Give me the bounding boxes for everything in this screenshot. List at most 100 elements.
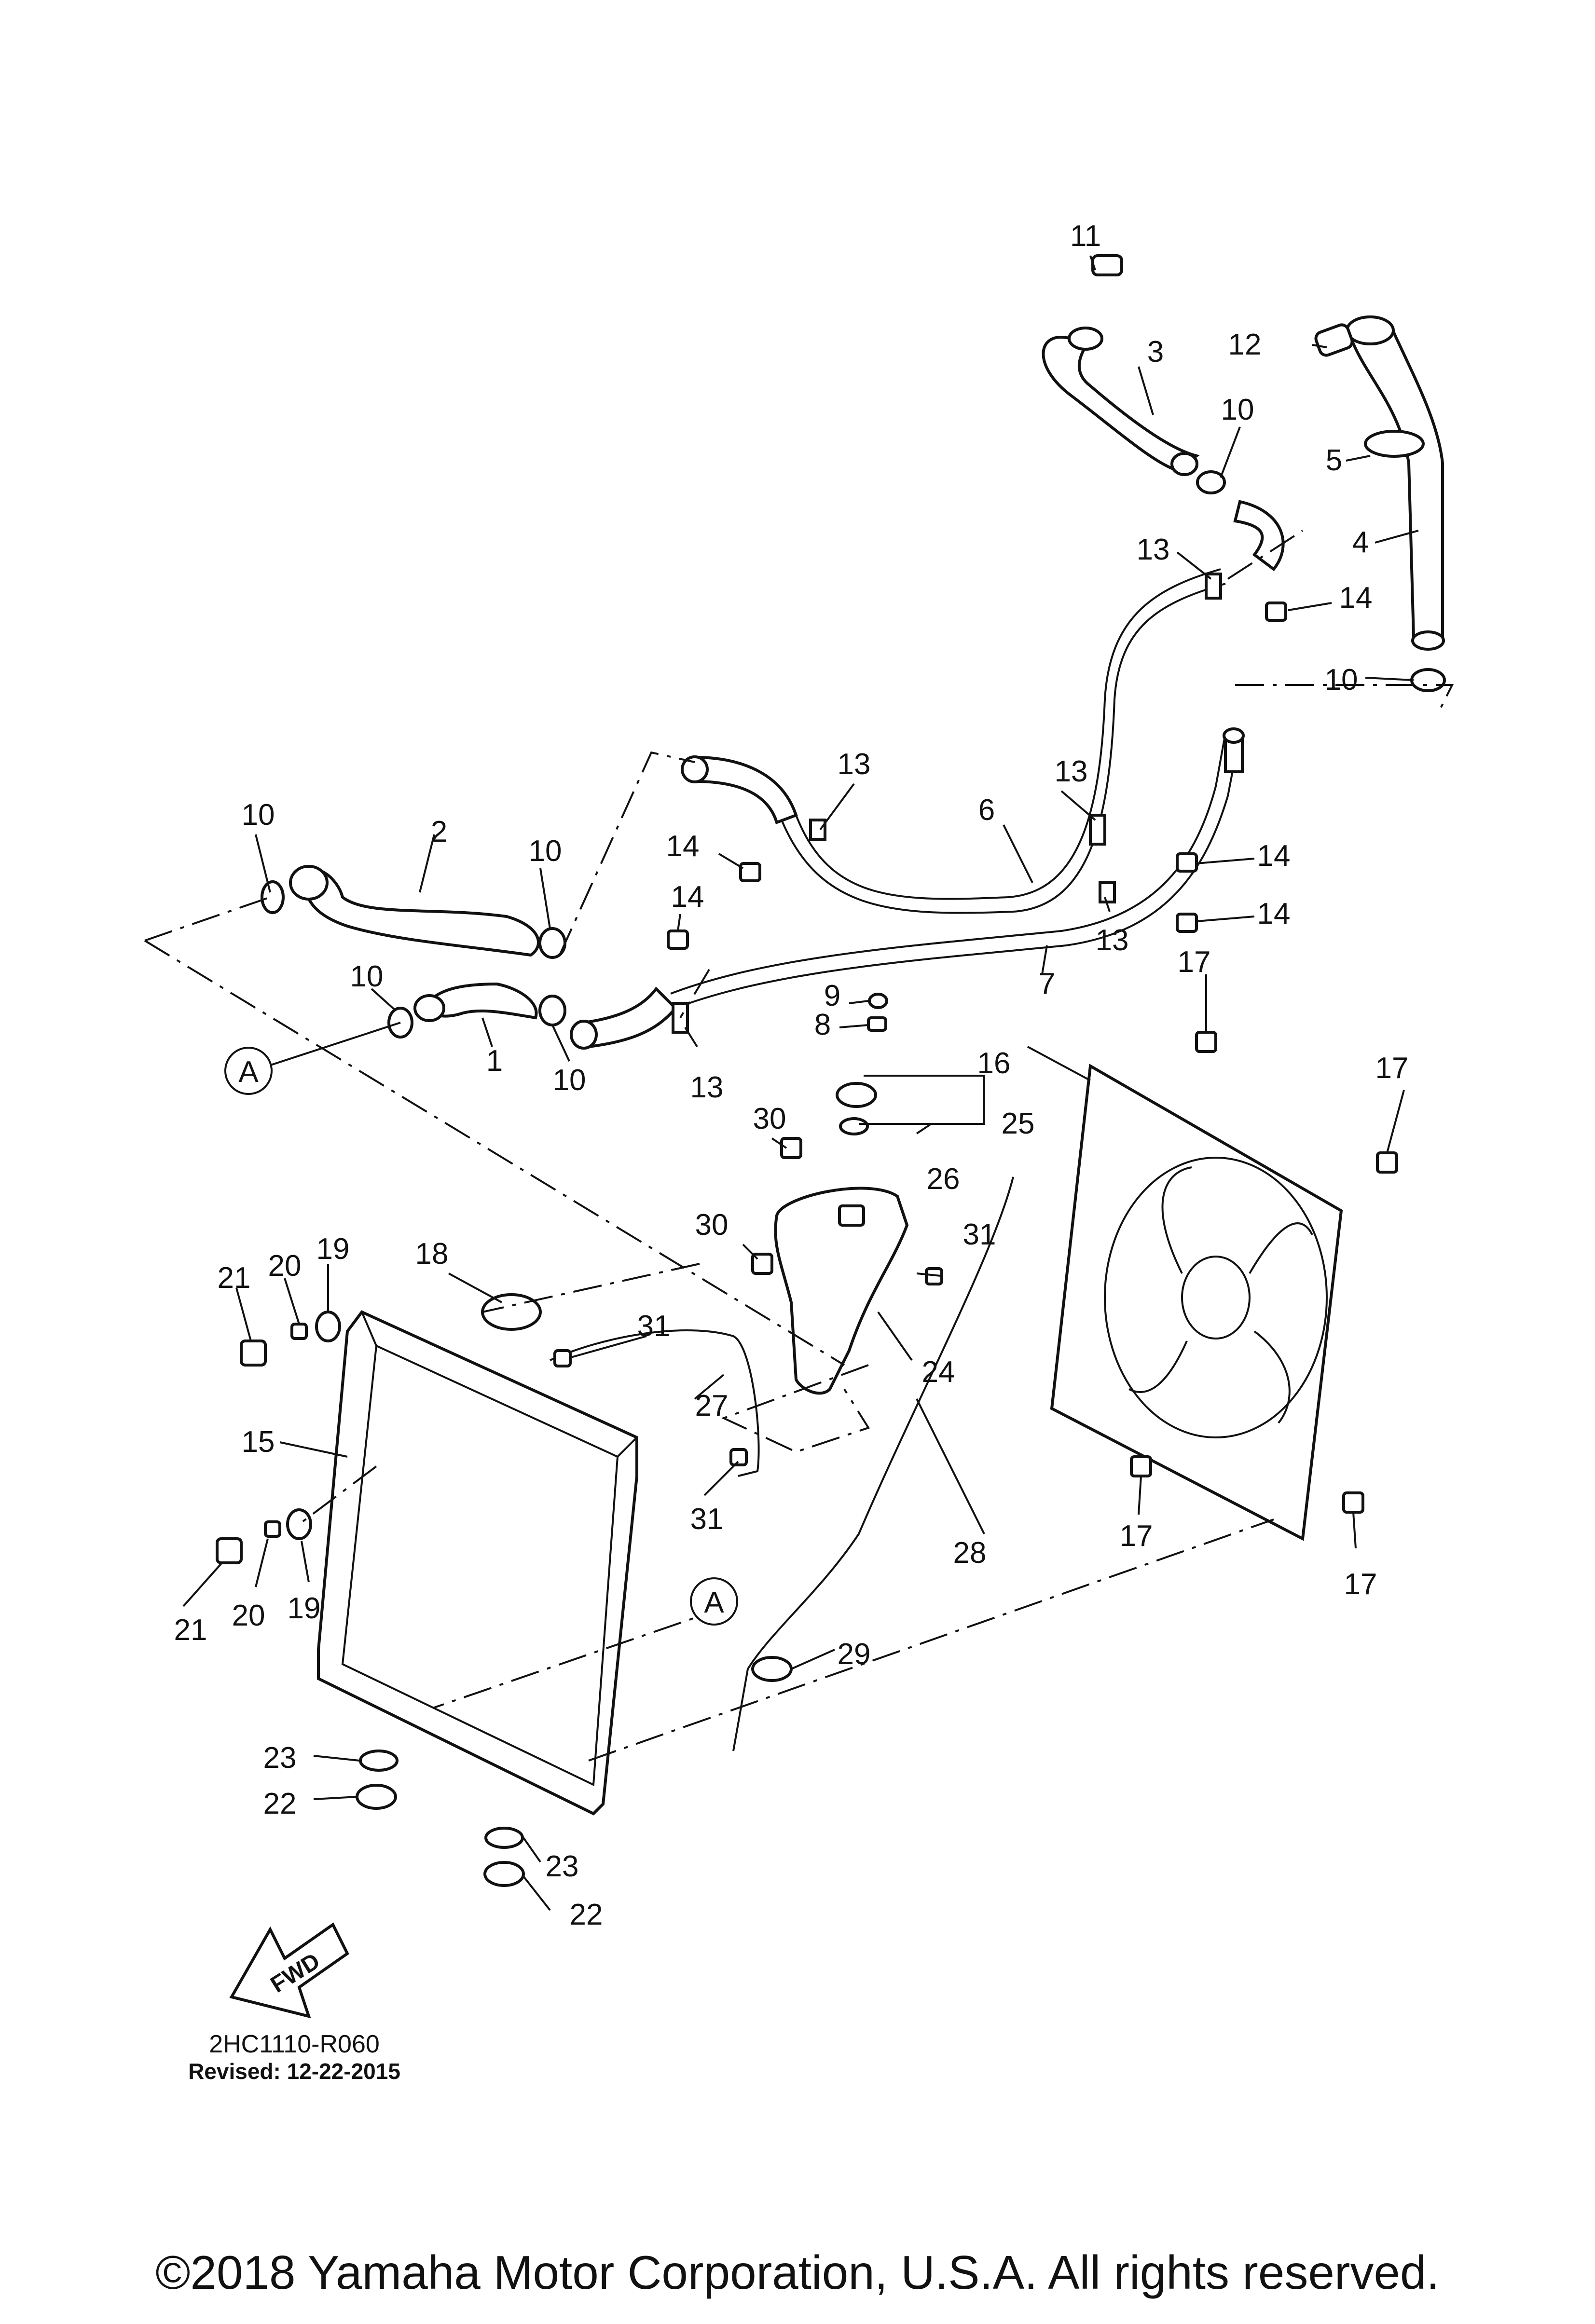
callout-17-right: 17 xyxy=(1375,1052,1409,1085)
reference-marker-a-left xyxy=(224,1047,273,1095)
callout-14-right-b: 14 xyxy=(1257,897,1291,930)
clamp-10-upper xyxy=(1196,470,1226,494)
callout-7: 7 xyxy=(1039,967,1055,1000)
callout-30-mid: 30 xyxy=(695,1208,729,1242)
callout-a-left: A xyxy=(238,1055,259,1089)
callout-25: 25 xyxy=(1002,1107,1035,1140)
callout-14-left: 14 xyxy=(666,830,700,863)
callout-13-lower-right: 13 xyxy=(1096,924,1129,957)
callout-19-bottom: 19 xyxy=(288,1592,321,1625)
grommet-19-b xyxy=(286,1508,312,1540)
bolt-14-c xyxy=(1176,852,1198,873)
copyright-notice: ©2018 Yamaha Motor Corporation, U.S.A. A… xyxy=(155,2246,1439,2299)
clamp-31-b xyxy=(729,1448,748,1466)
washer-9 xyxy=(868,993,888,1009)
hose-3 xyxy=(1042,327,1200,476)
callout-18: 18 xyxy=(415,1237,449,1271)
reservoir-tank-24 xyxy=(774,1187,909,1395)
breather-hose-27 xyxy=(550,1329,760,1477)
callout-17-top: 17 xyxy=(1178,945,1211,979)
callout-13-top: 13 xyxy=(1137,533,1170,566)
callout-3: 3 xyxy=(1147,335,1164,369)
callout-13-mid: 13 xyxy=(838,748,871,781)
callout-5: 5 xyxy=(1326,444,1342,477)
clamp-10-a xyxy=(261,880,285,914)
bolt-14-d xyxy=(1176,913,1198,933)
bracket-13-a xyxy=(809,819,826,841)
callout-17-bottom-left: 17 xyxy=(1120,1519,1153,1553)
radiator-15 xyxy=(317,1310,638,1816)
callout-31-top: 31 xyxy=(963,1218,996,1251)
callout-21-top: 21 xyxy=(218,1261,251,1295)
callout-10-left: 10 xyxy=(242,798,275,832)
callout-16: 16 xyxy=(977,1047,1011,1080)
reference-marker-a-right xyxy=(690,1577,738,1626)
reference-lines xyxy=(144,530,1454,1762)
clamp-10-right xyxy=(1410,668,1446,692)
leader-lines xyxy=(182,255,1419,1911)
bolt-17-a xyxy=(1195,1031,1217,1053)
radiator-cap-18 xyxy=(481,1293,542,1331)
callout-27: 27 xyxy=(695,1389,729,1422)
bolt-14-a xyxy=(739,862,761,882)
callout-30-top: 30 xyxy=(753,1102,786,1135)
clamp-31-a xyxy=(553,1349,572,1367)
clip-29 xyxy=(751,1656,793,1682)
callout-6: 6 xyxy=(978,793,995,827)
callout-1: 1 xyxy=(486,1044,503,1078)
grommet-23-b xyxy=(484,1827,524,1849)
fwd-arrow xyxy=(229,1922,349,2019)
callout-8: 8 xyxy=(814,1008,831,1041)
callout-31-mid: 31 xyxy=(637,1310,671,1343)
bolt-21-b xyxy=(216,1537,243,1564)
callout-29: 29 xyxy=(838,1638,871,1671)
bolt-14-e xyxy=(1265,602,1287,622)
damper-22-a xyxy=(356,1784,397,1810)
callout-14-right-a: 14 xyxy=(1257,839,1291,873)
callout-14-top: 14 xyxy=(1339,581,1373,615)
callout-14-mid: 14 xyxy=(671,880,704,914)
bolt-30-a xyxy=(780,1137,802,1159)
callout-17-bottom-right: 17 xyxy=(1344,1568,1377,1601)
callout-13-bottom: 13 xyxy=(690,1071,724,1104)
callout-22-right: 22 xyxy=(570,1898,603,1931)
callout-23-right: 23 xyxy=(546,1850,579,1883)
clamp-5 xyxy=(1364,430,1425,458)
callout-12: 12 xyxy=(1228,328,1262,361)
hose-2 xyxy=(289,865,540,957)
pipe-6 xyxy=(781,568,1226,914)
screw-8 xyxy=(867,1016,887,1032)
damper-22-b xyxy=(483,1861,525,1887)
callout-a-right: A xyxy=(704,1586,724,1619)
callout-13-right: 13 xyxy=(1055,755,1088,788)
hose-4 xyxy=(1346,315,1445,651)
diagram-code: 2HC1110-R060 xyxy=(209,2030,380,2058)
callout-10-lower-mid: 10 xyxy=(553,1064,586,1097)
fan-assembly-16 xyxy=(1050,1064,1343,1541)
callout-26: 26 xyxy=(927,1162,960,1196)
grommet-23-a xyxy=(359,1750,399,1772)
pipe-front-stub xyxy=(570,986,678,1050)
callout-31-bottom: 31 xyxy=(690,1503,724,1536)
bolt-17-b xyxy=(1376,1151,1398,1174)
reservoir-cap-25 xyxy=(836,1082,877,1108)
bracket-13-b xyxy=(1089,814,1106,846)
callout-10-right: 10 xyxy=(1325,663,1358,697)
callout-10-top: 10 xyxy=(1221,393,1254,426)
callout-2: 2 xyxy=(431,815,447,848)
overflow-hose-28 xyxy=(732,1176,1014,1751)
collar-20-a xyxy=(290,1323,308,1340)
clamp-10-d xyxy=(538,995,566,1026)
revised-date: Revised: 12-22-2015 xyxy=(188,2059,400,2084)
callout-10-lower-left: 10 xyxy=(350,960,384,993)
callout-20-bottom: 20 xyxy=(232,1599,265,1632)
callout-22-left: 22 xyxy=(263,1787,297,1820)
bolt-21-a xyxy=(240,1340,267,1367)
callout-10-mid: 10 xyxy=(529,834,562,868)
callout-4: 4 xyxy=(1352,526,1369,559)
hose-1 xyxy=(413,982,538,1022)
callout-11: 11 xyxy=(1070,219,1101,253)
clamp-31-c xyxy=(925,1267,943,1285)
bolt-17-d xyxy=(1342,1491,1364,1514)
